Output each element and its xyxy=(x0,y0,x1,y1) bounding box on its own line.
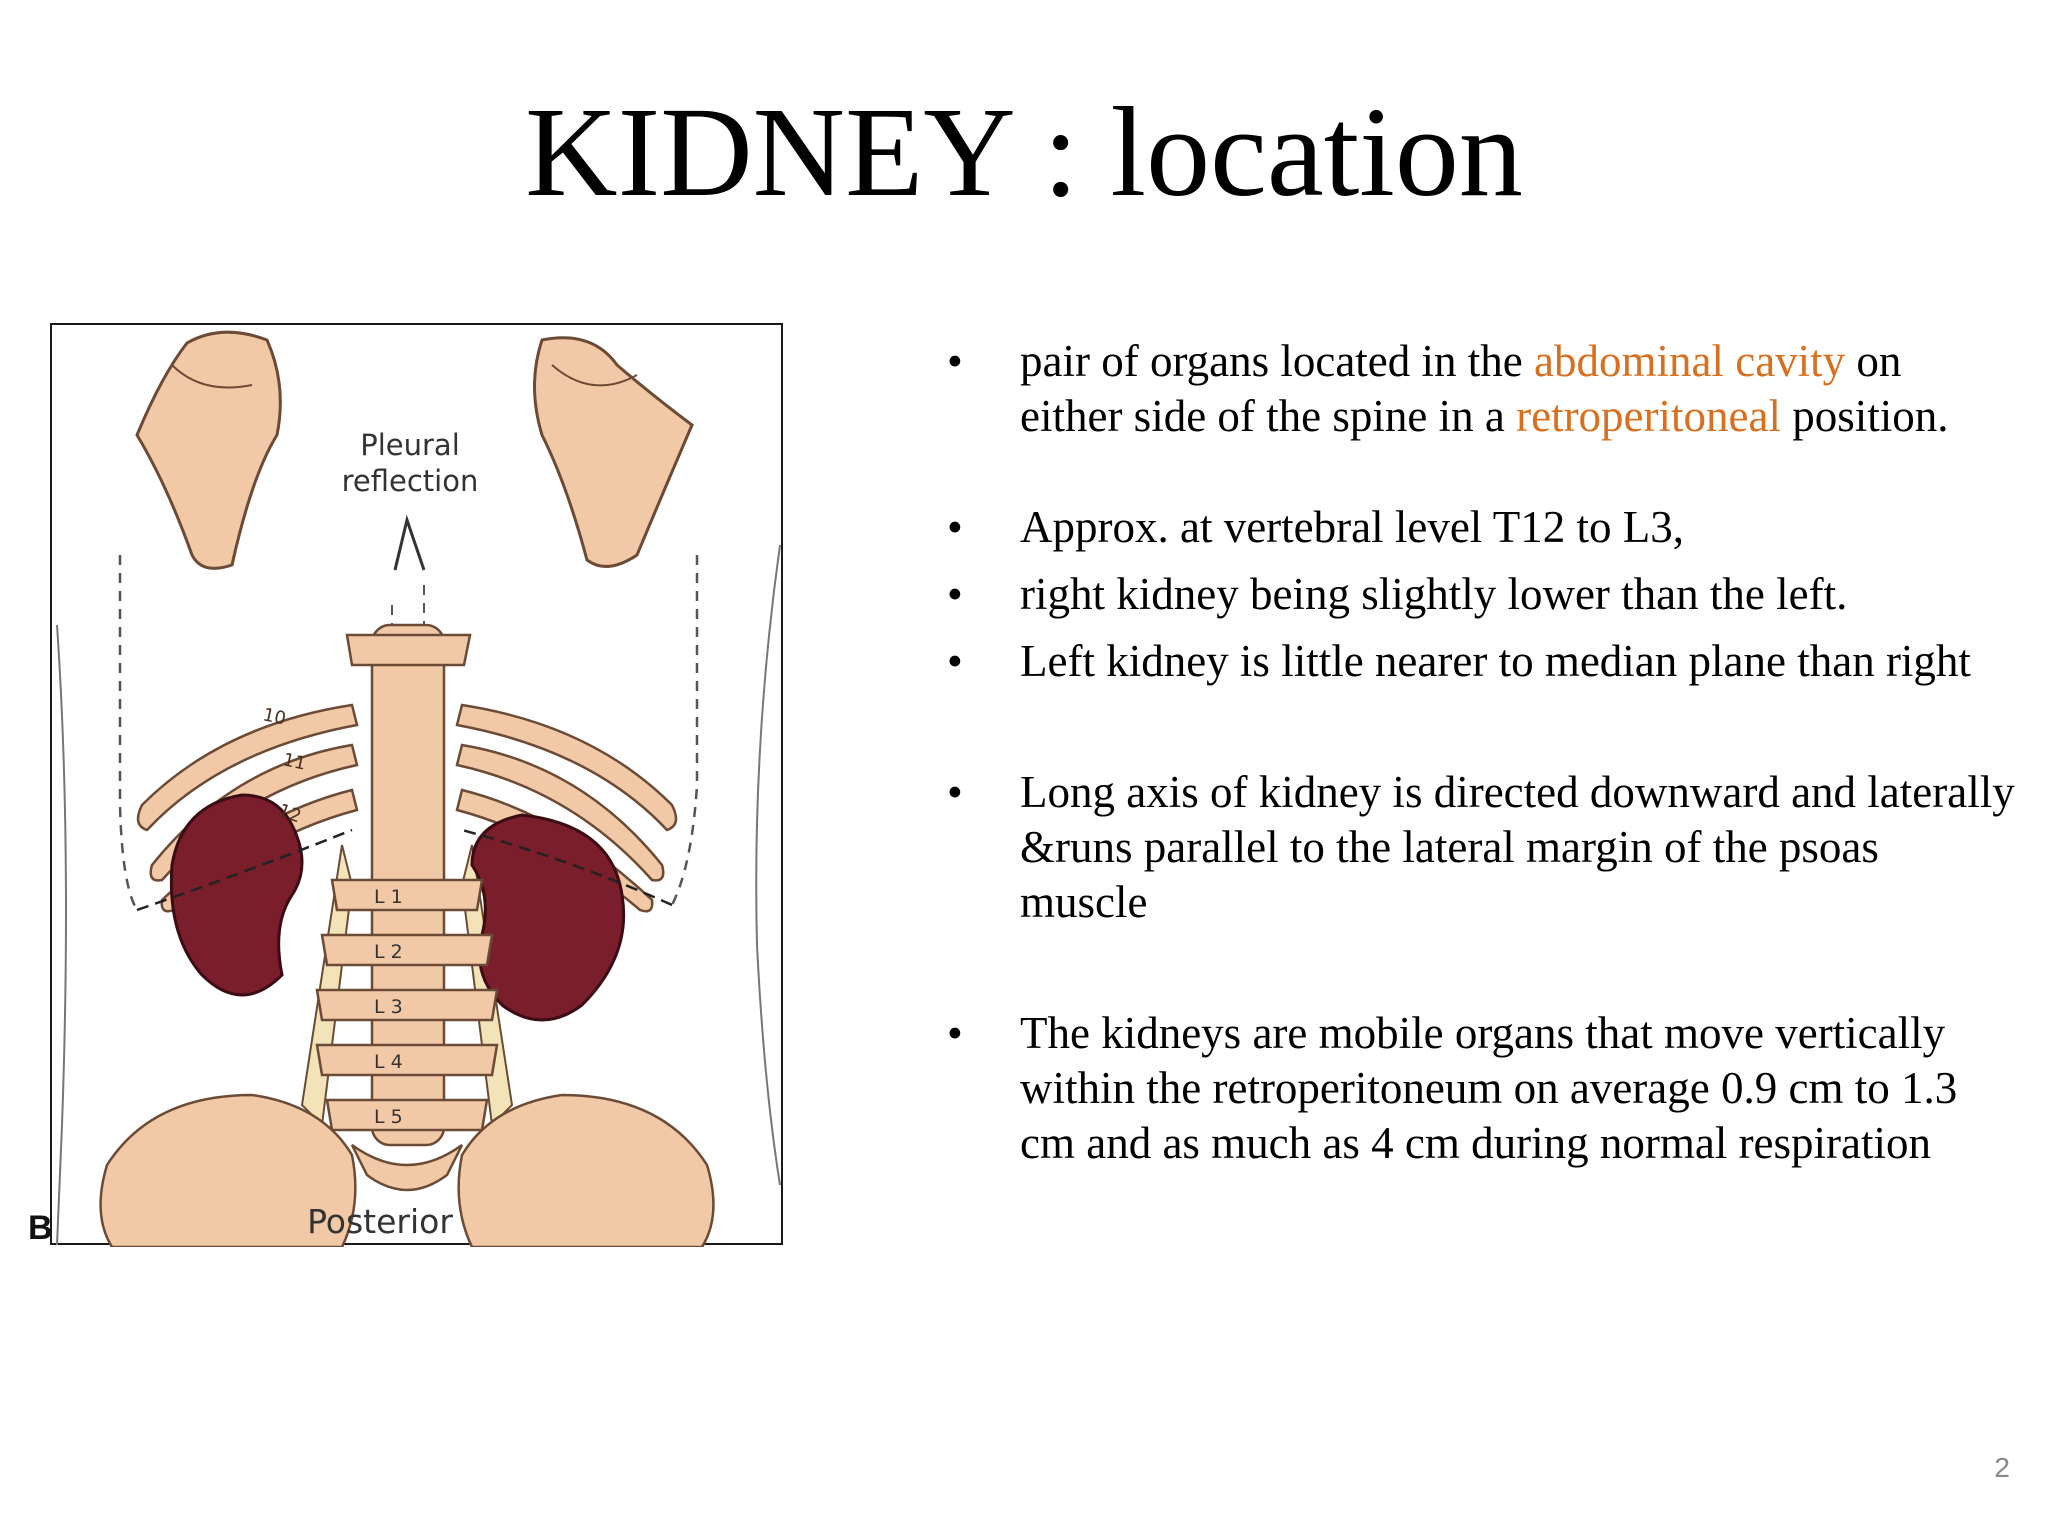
bullet-text: position. xyxy=(1780,391,1949,441)
vertebra-label-l4: L 4 xyxy=(374,1051,403,1073)
left-scapula xyxy=(135,330,282,570)
pleural-label-line2: reflection xyxy=(341,464,479,498)
bullet-text: Approx. at vertebral level T12 to L3, xyxy=(1020,502,1684,552)
bullet-text: Left kidney is little nearer to median p… xyxy=(1020,636,1971,686)
right-kidney xyxy=(169,793,304,997)
bullet-text: The kidneys are mobile organs that move … xyxy=(1020,1008,1958,1168)
bullet-item: The kidneys are mobile organs that move … xyxy=(935,1006,2015,1171)
rib-11-left xyxy=(149,743,359,882)
bullet-item: Left kidney is little nearer to median p… xyxy=(935,634,2015,689)
page-number: 2 xyxy=(1994,1452,2010,1483)
bullet-text: right kidney being slightly lower than t… xyxy=(1020,569,1848,619)
torso-outline-right xyxy=(755,544,781,1186)
bullet-item: pair of organs located in the abdominal … xyxy=(935,334,2015,444)
right-scapula xyxy=(533,336,694,568)
right-iliac-crest xyxy=(457,1093,715,1247)
slide-title: KIDNEY : location xyxy=(525,81,1523,223)
vertebra-label-l5: L 5 xyxy=(374,1106,403,1128)
bullet-item: Approx. at vertebral level T12 to L3, xyxy=(935,500,2015,555)
pleural-reflection-left xyxy=(118,555,139,911)
bullet-item: Long axis of kidney is directed downward… xyxy=(935,765,2015,930)
kidney-anatomy-figure: 10 11 12 L 1 L 2 L 3 L 4 L 5 xyxy=(50,323,783,1247)
vertebra-label-l2: L 2 xyxy=(374,941,403,963)
figure-panel-letter: B xyxy=(28,1209,53,1247)
rib-11-right xyxy=(455,743,665,882)
torso-outline xyxy=(56,624,67,1246)
posterior-label: Posterior xyxy=(307,1202,453,1241)
pleural-reflection-label: Pleural reflection xyxy=(330,427,490,499)
bullet-item: right kidney being slightly lower than t… xyxy=(935,567,2015,622)
rib-10-left xyxy=(136,703,359,832)
vertebra-label-l1: L 1 xyxy=(374,886,403,908)
bullet-text: pair of organs located in the xyxy=(1020,336,1535,386)
pleural-label-line1: Pleural xyxy=(360,428,460,462)
bullet-text: Long axis of kidney is directed downward… xyxy=(1020,767,2015,927)
pleural-reflection-right xyxy=(670,555,699,906)
rib-label-10: 10 xyxy=(261,704,288,729)
rib-label-11: 11 xyxy=(281,749,308,774)
highlight-term: retroperitoneal xyxy=(1516,391,1781,441)
bullet-text: on either side of the spine in a xyxy=(1020,336,1902,441)
left-iliac-crest xyxy=(99,1093,357,1247)
rib-10-right xyxy=(455,703,678,832)
highlight-term: abdominal cavity xyxy=(1534,336,1846,386)
bullet-list: pair of organs located in the abdominal … xyxy=(935,334,2015,1171)
lumbar-vertebrae xyxy=(315,878,499,1132)
pleural-arrow xyxy=(393,514,426,571)
left-kidney xyxy=(470,813,626,1022)
kidney-anatomy-illustration: 10 11 12 L 1 L 2 L 3 L 4 L 5 xyxy=(56,330,781,1247)
vertebra-label-l3: L 3 xyxy=(374,996,403,1018)
